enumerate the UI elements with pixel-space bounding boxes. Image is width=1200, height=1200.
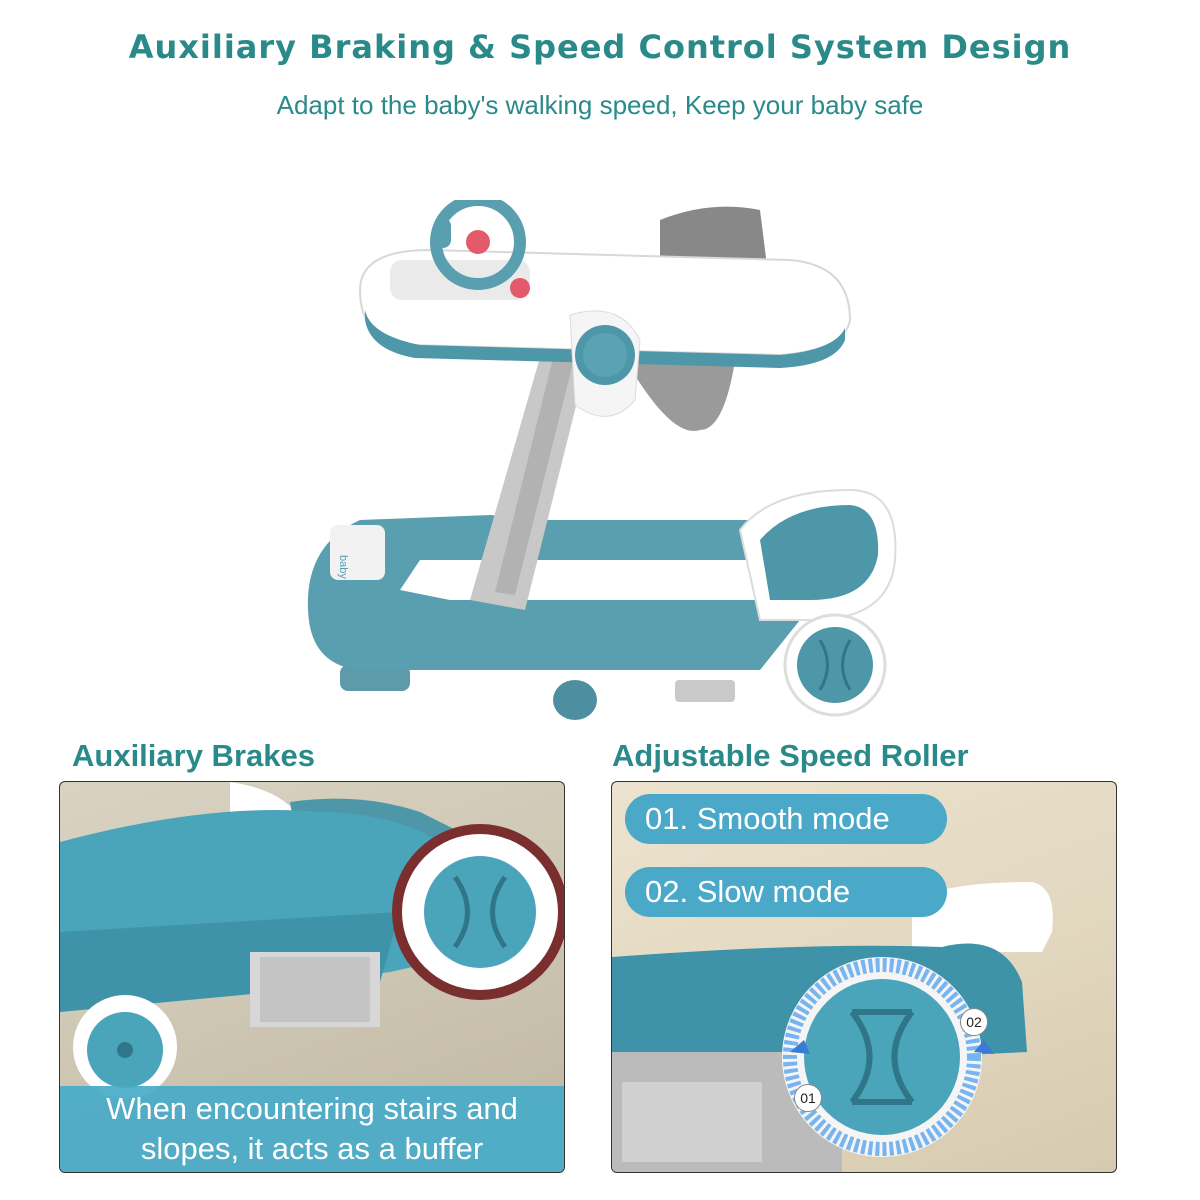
brake-pad xyxy=(675,680,735,702)
auxiliary-brakes-title: Auxiliary Brakes xyxy=(72,738,315,773)
slow-mode-label: 02. Slow mode xyxy=(625,867,947,917)
brand-label: baby walker xyxy=(337,555,349,614)
baby-walker-illustration: baby walker xyxy=(290,194,920,730)
caster-wheel xyxy=(340,665,410,691)
brake-caption-line1: When encountering stairs and xyxy=(106,1091,518,1126)
page-subtitle: Adapt to the baby's walking speed, Keep … xyxy=(276,90,924,120)
brake-caption: When encountering stairs and slopes, it … xyxy=(60,1086,564,1172)
adjustable-speed-roller-title: Adjustable Speed Roller xyxy=(612,738,969,773)
smooth-mode-label: 01. Smooth mode xyxy=(625,794,947,844)
mode-marker-01: 01 xyxy=(794,1084,822,1112)
brake-block xyxy=(622,1082,762,1162)
speed-roller-panel: 01. Smooth mode 02. Slow mode 02 01 xyxy=(611,781,1117,1173)
arrow-icon xyxy=(790,1040,810,1054)
auxiliary-brakes-panel: When encountering stairs and slopes, it … xyxy=(59,781,565,1173)
arrow-icon xyxy=(974,1040,994,1054)
brake-caption-line2: slopes, it acts as a buffer xyxy=(140,1131,484,1166)
page-title: Auxiliary Braking & Speed Control System… xyxy=(128,28,1072,66)
caster-wheel xyxy=(553,680,597,720)
mode-marker-02: 02 xyxy=(960,1008,988,1036)
